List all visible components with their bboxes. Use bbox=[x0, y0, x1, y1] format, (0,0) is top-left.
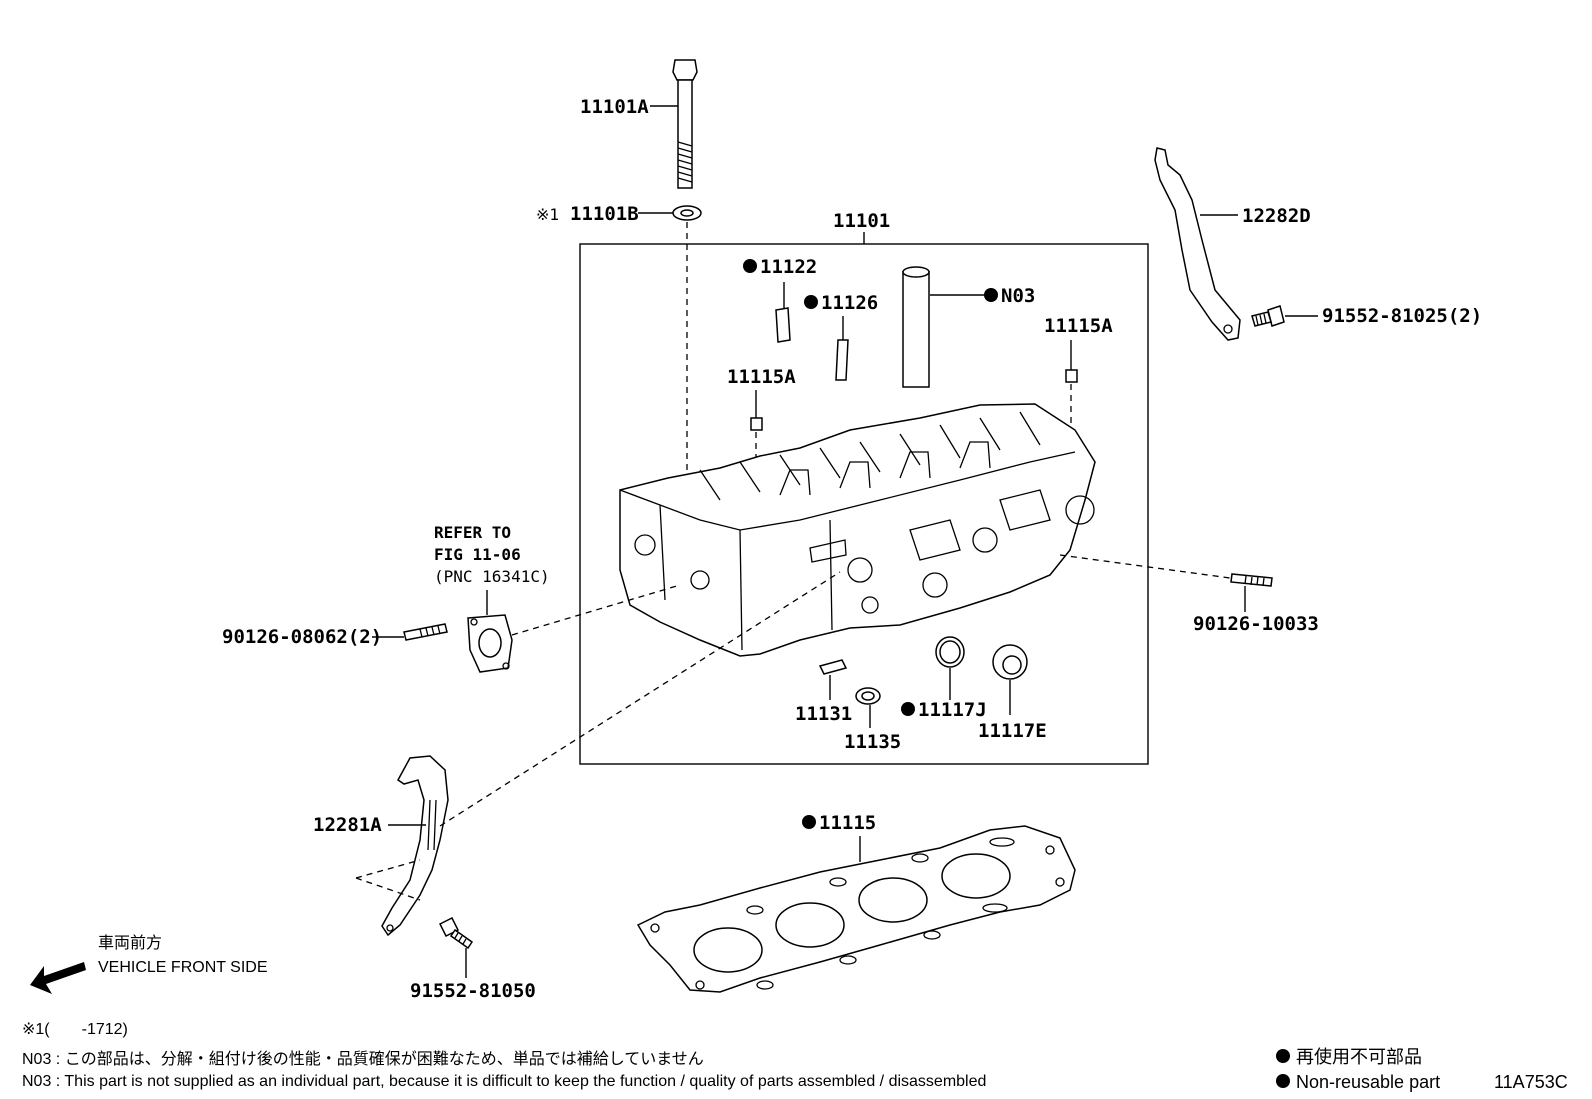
bracket-12282D[interactable] bbox=[1154, 147, 1241, 341]
note-n03-en: N03 : This part is not supplied as an in… bbox=[22, 1073, 986, 1090]
bolt-91552-81050[interactable] bbox=[438, 916, 474, 950]
label-12281A[interactable]: 12281A bbox=[313, 814, 382, 836]
label-11115[interactable]: 11115 bbox=[819, 812, 876, 834]
cylinder-head-11101[interactable] bbox=[619, 403, 1096, 657]
non-reusable-dot-11117J bbox=[901, 702, 915, 716]
refer-line3: (PNC 16341C) bbox=[434, 567, 550, 586]
ring-11135[interactable] bbox=[855, 687, 881, 705]
stud-90126-10033[interactable] bbox=[1230, 573, 1273, 587]
note-mark-1: ※1( -1712) bbox=[22, 1021, 128, 1038]
legend-jp: 再使用不可部品 bbox=[1296, 1047, 1422, 1067]
non-reusable-dot-11126 bbox=[804, 295, 818, 309]
direction-jp: 車両前方 bbox=[98, 934, 162, 952]
label-11101B[interactable]: 11101B bbox=[570, 203, 639, 225]
label-11115A-right[interactable]: 11115A bbox=[1044, 315, 1113, 337]
stud-90126-08062[interactable] bbox=[403, 623, 448, 641]
sleeve-N03[interactable] bbox=[902, 266, 930, 388]
label-11117J[interactable]: 11117J bbox=[918, 699, 987, 721]
label-11117E[interactable]: 11117E bbox=[978, 720, 1047, 742]
pin-11126[interactable] bbox=[835, 339, 849, 381]
label-11101A[interactable]: 11101A bbox=[580, 96, 649, 118]
legend-dot-icon-1 bbox=[1276, 1049, 1290, 1063]
o-ring-11117J[interactable] bbox=[935, 636, 965, 668]
gasket-16341C[interactable] bbox=[467, 614, 513, 673]
label-11135[interactable]: 11135 bbox=[844, 731, 901, 753]
label-90126-10033[interactable]: 90126-10033 bbox=[1193, 613, 1319, 635]
bolt-91552-81025[interactable] bbox=[1251, 305, 1285, 327]
non-reusable-dot-11122 bbox=[743, 259, 757, 273]
label-N03[interactable]: N03 bbox=[1001, 285, 1035, 307]
label-90126-08062[interactable]: 90126-08062(2) bbox=[222, 626, 382, 648]
plug-11117E[interactable] bbox=[992, 644, 1028, 680]
vehicle-front-arrow-icon bbox=[30, 962, 86, 994]
bracket-12281A[interactable] bbox=[381, 755, 449, 937]
note-n03-jp: N03 : この部品は、分解・組付け後の性能・品質確保が困難なため、単品では補給… bbox=[22, 1050, 704, 1068]
non-reusable-dot-N03 bbox=[984, 288, 998, 302]
pin-11122[interactable] bbox=[775, 307, 791, 343]
dowel-11115A-right[interactable] bbox=[1065, 369, 1078, 383]
non-reusable-dot-11115 bbox=[802, 815, 816, 829]
label-11115A-left[interactable]: 11115A bbox=[727, 366, 796, 388]
label-12282D[interactable]: 12282D bbox=[1242, 205, 1311, 227]
refer-line2: FIG 11-06 bbox=[434, 545, 521, 564]
legend-dot-icon-2 bbox=[1276, 1074, 1290, 1088]
label-11126[interactable]: 11126 bbox=[821, 292, 878, 314]
label-91552-81050[interactable]: 91552-81050 bbox=[410, 980, 536, 1002]
bolt-11101A[interactable] bbox=[672, 59, 698, 189]
label-11101B-mark: ※1 bbox=[536, 205, 559, 224]
figure-code: 11A753C bbox=[1494, 1072, 1568, 1092]
label-11131[interactable]: 11131 bbox=[795, 703, 852, 725]
dowel-11115A-left[interactable] bbox=[750, 417, 763, 431]
label-11122[interactable]: 11122 bbox=[760, 256, 817, 278]
label-11101[interactable]: 11101 bbox=[833, 210, 890, 232]
legend-en: Non-reusable part bbox=[1296, 1072, 1440, 1092]
refer-line1: REFER TO bbox=[434, 523, 511, 542]
label-91552-81025[interactable]: 91552-81025(2) bbox=[1322, 305, 1482, 327]
washer-11101B[interactable] bbox=[672, 205, 702, 221]
seal-11131[interactable] bbox=[818, 659, 848, 675]
direction-en: VEHICLE FRONT SIDE bbox=[98, 959, 268, 976]
head-gasket-11115[interactable] bbox=[636, 825, 1076, 993]
